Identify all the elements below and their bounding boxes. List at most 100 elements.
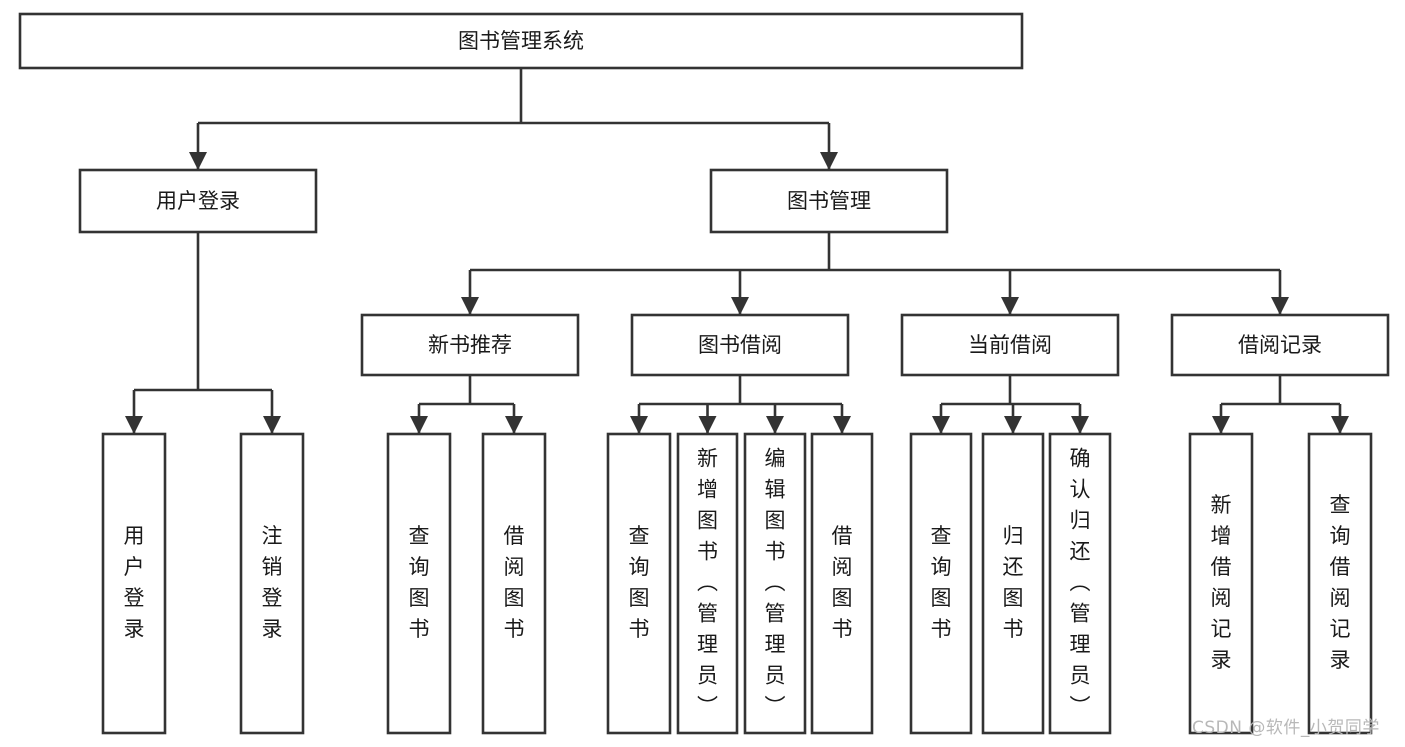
node-label-char: 书 [931, 617, 952, 641]
node-label-char: 查 [409, 524, 430, 548]
node-label-char: 图 [931, 586, 952, 610]
book-borrow-to-leaves-arrow-icon [766, 416, 784, 434]
node-user-login[interactable]: 用户登录 [78, 168, 318, 234]
node-box-new-book-recommend[interactable] [360, 313, 580, 377]
node-label-char: 管 [697, 602, 718, 626]
node-label-char: 阅 [1330, 586, 1351, 610]
node-borrow-record[interactable]: 借阅记录 [1170, 313, 1390, 377]
node-box-leaf-query-book-2[interactable] [606, 432, 672, 735]
borrow-record-to-leaves-arrow-icon [1212, 416, 1230, 434]
book-borrow-to-leaves-arrow-icon [833, 416, 851, 434]
node-box-leaf-edit-book[interactable] [743, 432, 807, 735]
node-box-leaf-add-record[interactable] [1188, 432, 1254, 735]
node-label-char: 管 [765, 602, 786, 626]
node-box-leaf-query-book-1[interactable] [386, 432, 452, 735]
node-book-manage[interactable]: 图书管理 [709, 168, 949, 234]
node-box-leaf-query-record[interactable] [1307, 432, 1373, 735]
node-label-char: 查 [629, 524, 650, 548]
node-label-char: 借 [1211, 555, 1232, 579]
node-box-book-borrow[interactable] [630, 313, 850, 377]
node-label-char: 借 [1330, 555, 1351, 579]
node-label-char: 书 [765, 540, 786, 564]
node-label-char: 图 [629, 586, 650, 610]
node-label-char: 图 [832, 586, 853, 610]
node-label-char: 新 [1211, 493, 1232, 517]
node-label-char: 认 [1070, 478, 1091, 502]
node-label-char: 记 [1211, 617, 1232, 641]
node-label-char: ︵ [1070, 571, 1091, 595]
node-box-book-manage[interactable] [709, 168, 949, 234]
bookmanage-to-level3-arrow-icon [461, 297, 479, 315]
node-label-char: 书 [504, 617, 525, 641]
node-box-leaf-borrow-book-1[interactable] [481, 432, 547, 735]
node-box-leaf-user-logout[interactable] [239, 432, 305, 735]
bookmanage-to-level3-arrow-icon [731, 297, 749, 315]
book-borrow-to-leaves-arrow-icon [698, 416, 717, 434]
node-label-user-login: 用户登录 [156, 189, 240, 213]
node-box-leaf-confirm-return[interactable] [1048, 432, 1112, 735]
root-to-level2-arrow-icon [820, 152, 838, 170]
node-root[interactable]: 图书管理系统 [18, 12, 1024, 70]
node-label-current-borrow: 当前借阅 [968, 333, 1052, 357]
node-label-char: 归 [1003, 524, 1024, 548]
node-label-char: 增 [697, 478, 718, 502]
node-label-char: 登 [124, 586, 145, 610]
current-borrow-to-leaves-arrow-icon [1071, 416, 1089, 434]
node-box-root[interactable] [18, 12, 1024, 70]
node-box-leaf-user-login[interactable] [101, 432, 167, 735]
borrow-record-to-leaves-arrow-icon [1331, 416, 1349, 434]
node-label-char: 阅 [504, 555, 525, 579]
node-book-borrow[interactable]: 图书借阅 [630, 313, 850, 377]
node-label-char: 书 [629, 617, 650, 641]
node-label-char: 借 [832, 524, 853, 548]
node-box-leaf-borrow-book-2[interactable] [810, 432, 874, 735]
node-box-borrow-record[interactable] [1170, 313, 1390, 377]
node-label-char: 辑 [765, 478, 786, 502]
node-new-book-recommend[interactable]: 新书推荐 [360, 313, 580, 377]
node-label-char: 用 [124, 524, 145, 548]
current-borrow-to-leaves-arrow-icon [1004, 416, 1022, 434]
node-leaf-user-login[interactable]: 用户登录 [101, 432, 167, 735]
node-box-user-login[interactable] [78, 168, 318, 234]
node-box-leaf-add-book[interactable] [676, 432, 739, 735]
node-label-char: 图 [765, 509, 786, 533]
node-label-char: 询 [1330, 524, 1351, 548]
node-label-char: 理 [697, 633, 718, 657]
node-label-char: 查 [931, 524, 952, 548]
node-label-char: 记 [1330, 617, 1351, 641]
node-box-leaf-return-book[interactable] [981, 432, 1045, 735]
node-label-book-borrow: 图书借阅 [698, 333, 782, 357]
node-label-char: 注 [262, 524, 283, 548]
node-label-char: 员 [1070, 664, 1091, 688]
node-current-borrow[interactable]: 当前借阅 [900, 313, 1120, 377]
node-box-leaf-query-book-3[interactable] [909, 432, 973, 735]
node-box-current-borrow[interactable] [900, 313, 1120, 377]
node-label-borrow-record: 借阅记录 [1238, 333, 1322, 357]
node-label-char: 询 [409, 555, 430, 579]
node-label-char: 户 [124, 555, 145, 579]
new-book-recommend-to-leaves-arrow-icon [410, 416, 428, 434]
node-label-char: 阅 [1211, 586, 1232, 610]
node-label-char: 书 [1003, 617, 1024, 641]
node-label-char: 理 [1070, 633, 1091, 657]
node-label-char: 销 [262, 555, 283, 579]
